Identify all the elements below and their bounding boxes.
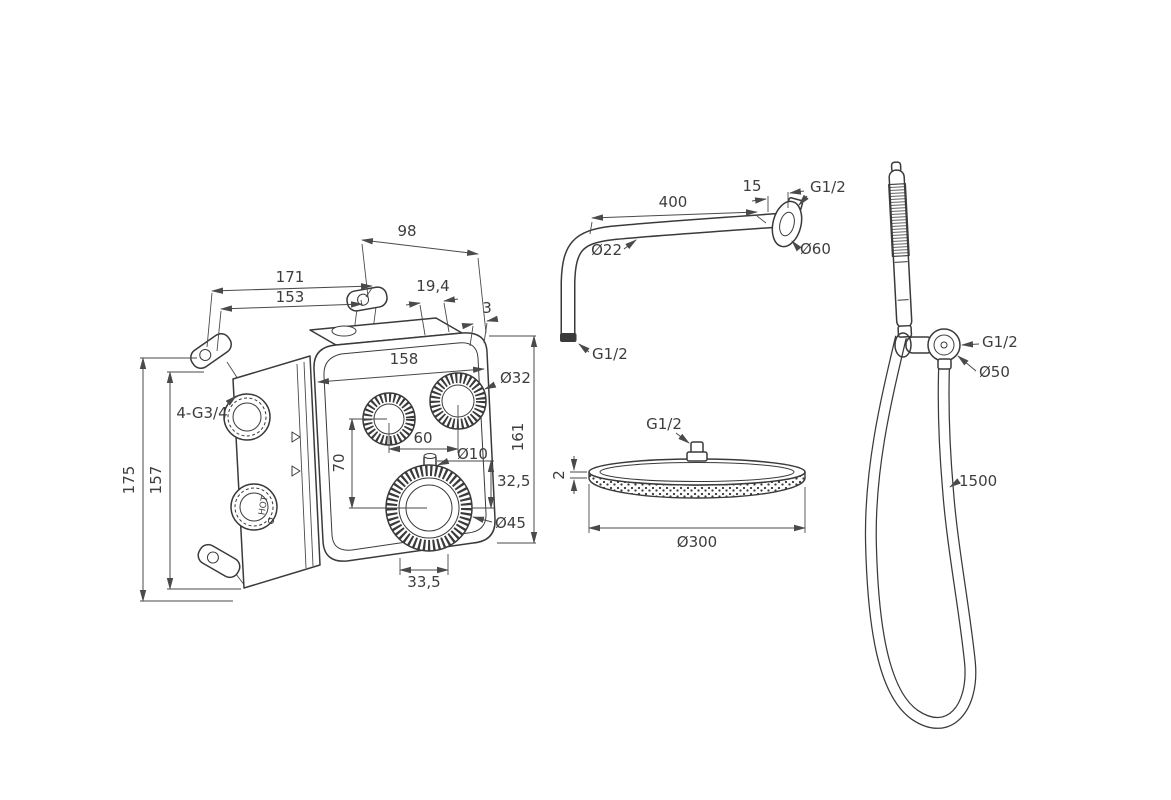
dim-dia60: Ø60 [791, 240, 831, 258]
mounting-bracket-bottom-left [197, 543, 241, 579]
mounting-bracket-top-left [190, 332, 232, 370]
dim-157: 157 [147, 371, 241, 590]
arm-end-thread-label: G1/2 [592, 345, 628, 363]
dim-153-label: 153 [276, 288, 305, 306]
label-inlet-thread: 4-G3/4 [176, 395, 237, 422]
dim-153: 153 [216, 288, 363, 352]
dim-98: 98 [361, 222, 487, 334]
concealed-mixer-view: HOT 98 171 153 19,4 3 [120, 222, 538, 602]
label-arm-wall-thread: G1/2 [798, 178, 846, 206]
dim-2-label: 2 [550, 470, 568, 480]
bracket-hole-icon [206, 551, 219, 564]
dim-98-label: 98 [397, 222, 416, 240]
dim-171: 171 [206, 268, 373, 348]
dim-dia10: Ø10 [437, 445, 488, 466]
dim-60-label: 60 [413, 429, 432, 447]
plate-stack-lines [296, 361, 314, 569]
dim-2: 2 [550, 456, 587, 494]
dim-175-label: 175 [120, 466, 138, 495]
arm-end-thread [560, 333, 577, 342]
dim-dia300: Ø300 [588, 484, 806, 551]
wall-outlet-flange [927, 328, 961, 362]
dim-70-label: 70 [330, 453, 348, 472]
label-outlet-thread: G1/2 [961, 333, 1018, 351]
indicator-triangle-icon [291, 431, 301, 443]
dim-dia300-label: Ø300 [677, 533, 717, 551]
outlet-thread-label: G1/2 [982, 333, 1018, 351]
dim-158-label: 158 [390, 350, 419, 368]
dim-dia45-label: Ø45 [495, 514, 526, 532]
dim-dia60-label: Ø60 [800, 240, 831, 258]
dim-161: 161 [489, 335, 538, 544]
dim-15-label: 15 [742, 177, 761, 195]
bracket-hole-icon [199, 349, 212, 362]
dim-19-4-label: 19,4 [416, 277, 449, 295]
arm-wall-thread-label: G1/2 [810, 178, 846, 196]
dim-dia32: Ø32 [484, 369, 531, 390]
wand-grip-knurl [888, 183, 910, 257]
dim-400: 400 [589, 193, 767, 235]
dim-15: 15 [742, 177, 805, 212]
hand-shower-wand [888, 161, 913, 338]
dim-dia45: Ø45 [472, 514, 526, 532]
dim-161-label: 161 [509, 423, 527, 452]
indicator-triangle-icon [291, 465, 301, 477]
dim-400-label: 400 [659, 193, 688, 211]
dim-1500: 1500 [949, 472, 997, 490]
head-connector [686, 441, 708, 462]
valve-side-face [232, 355, 321, 589]
wand-hose-nut [897, 324, 913, 338]
inlet-thread-label: 4-G3/4 [176, 404, 227, 422]
hot-marking-label: HOT [257, 495, 270, 516]
dim-157-label: 157 [147, 466, 165, 495]
dim-33-5-label: 33,5 [407, 573, 440, 591]
bracket-connectors [226, 306, 377, 587]
dim-dia50-label: Ø50 [979, 363, 1010, 381]
dim-dia22: Ø22 [591, 239, 637, 259]
top-port-boss [331, 325, 357, 337]
dim-171-label: 171 [276, 268, 305, 286]
inlet-port-lower [230, 483, 278, 531]
dim-70: 70 [330, 418, 427, 509]
overhead-shower-view: G1/2 2 Ø300 [550, 415, 806, 551]
dim-32-5-label: 32,5 [497, 472, 530, 490]
label-head-thread: G1/2 [646, 415, 690, 444]
dim-19-4: 19,4 [405, 277, 459, 336]
dim-3-label: 3 [482, 299, 492, 317]
dim-60: 60 [388, 405, 459, 453]
outlet-hose-nut [937, 358, 952, 370]
arm-wall-flange [771, 200, 803, 248]
label-arm-end-thread: G1/2 [578, 343, 628, 363]
dim-dia32-label: Ø32 [500, 369, 531, 387]
holder-ring [894, 332, 912, 358]
dim-33-5: 33,5 [399, 554, 449, 591]
head-thread-label: G1/2 [646, 415, 682, 433]
cold-indicator-icon [268, 518, 274, 524]
dim-32-5: 32,5 [437, 460, 530, 509]
dim-dia10-label: Ø10 [457, 445, 488, 463]
dim-175: 175 [120, 357, 233, 602]
dim-dia22-label: Ø22 [591, 241, 622, 259]
dim-dia50: Ø50 [957, 355, 1010, 381]
dim-158: 158 [317, 350, 485, 385]
dim-3: 3 [461, 299, 499, 347]
hand-shower-view: G1/2 Ø50 1500 [864, 161, 1018, 729]
dim-1500-label: 1500 [959, 472, 997, 490]
shower-arm-view: 400 15 G1/2 Ø60 Ø22 G1/2 [560, 177, 846, 363]
